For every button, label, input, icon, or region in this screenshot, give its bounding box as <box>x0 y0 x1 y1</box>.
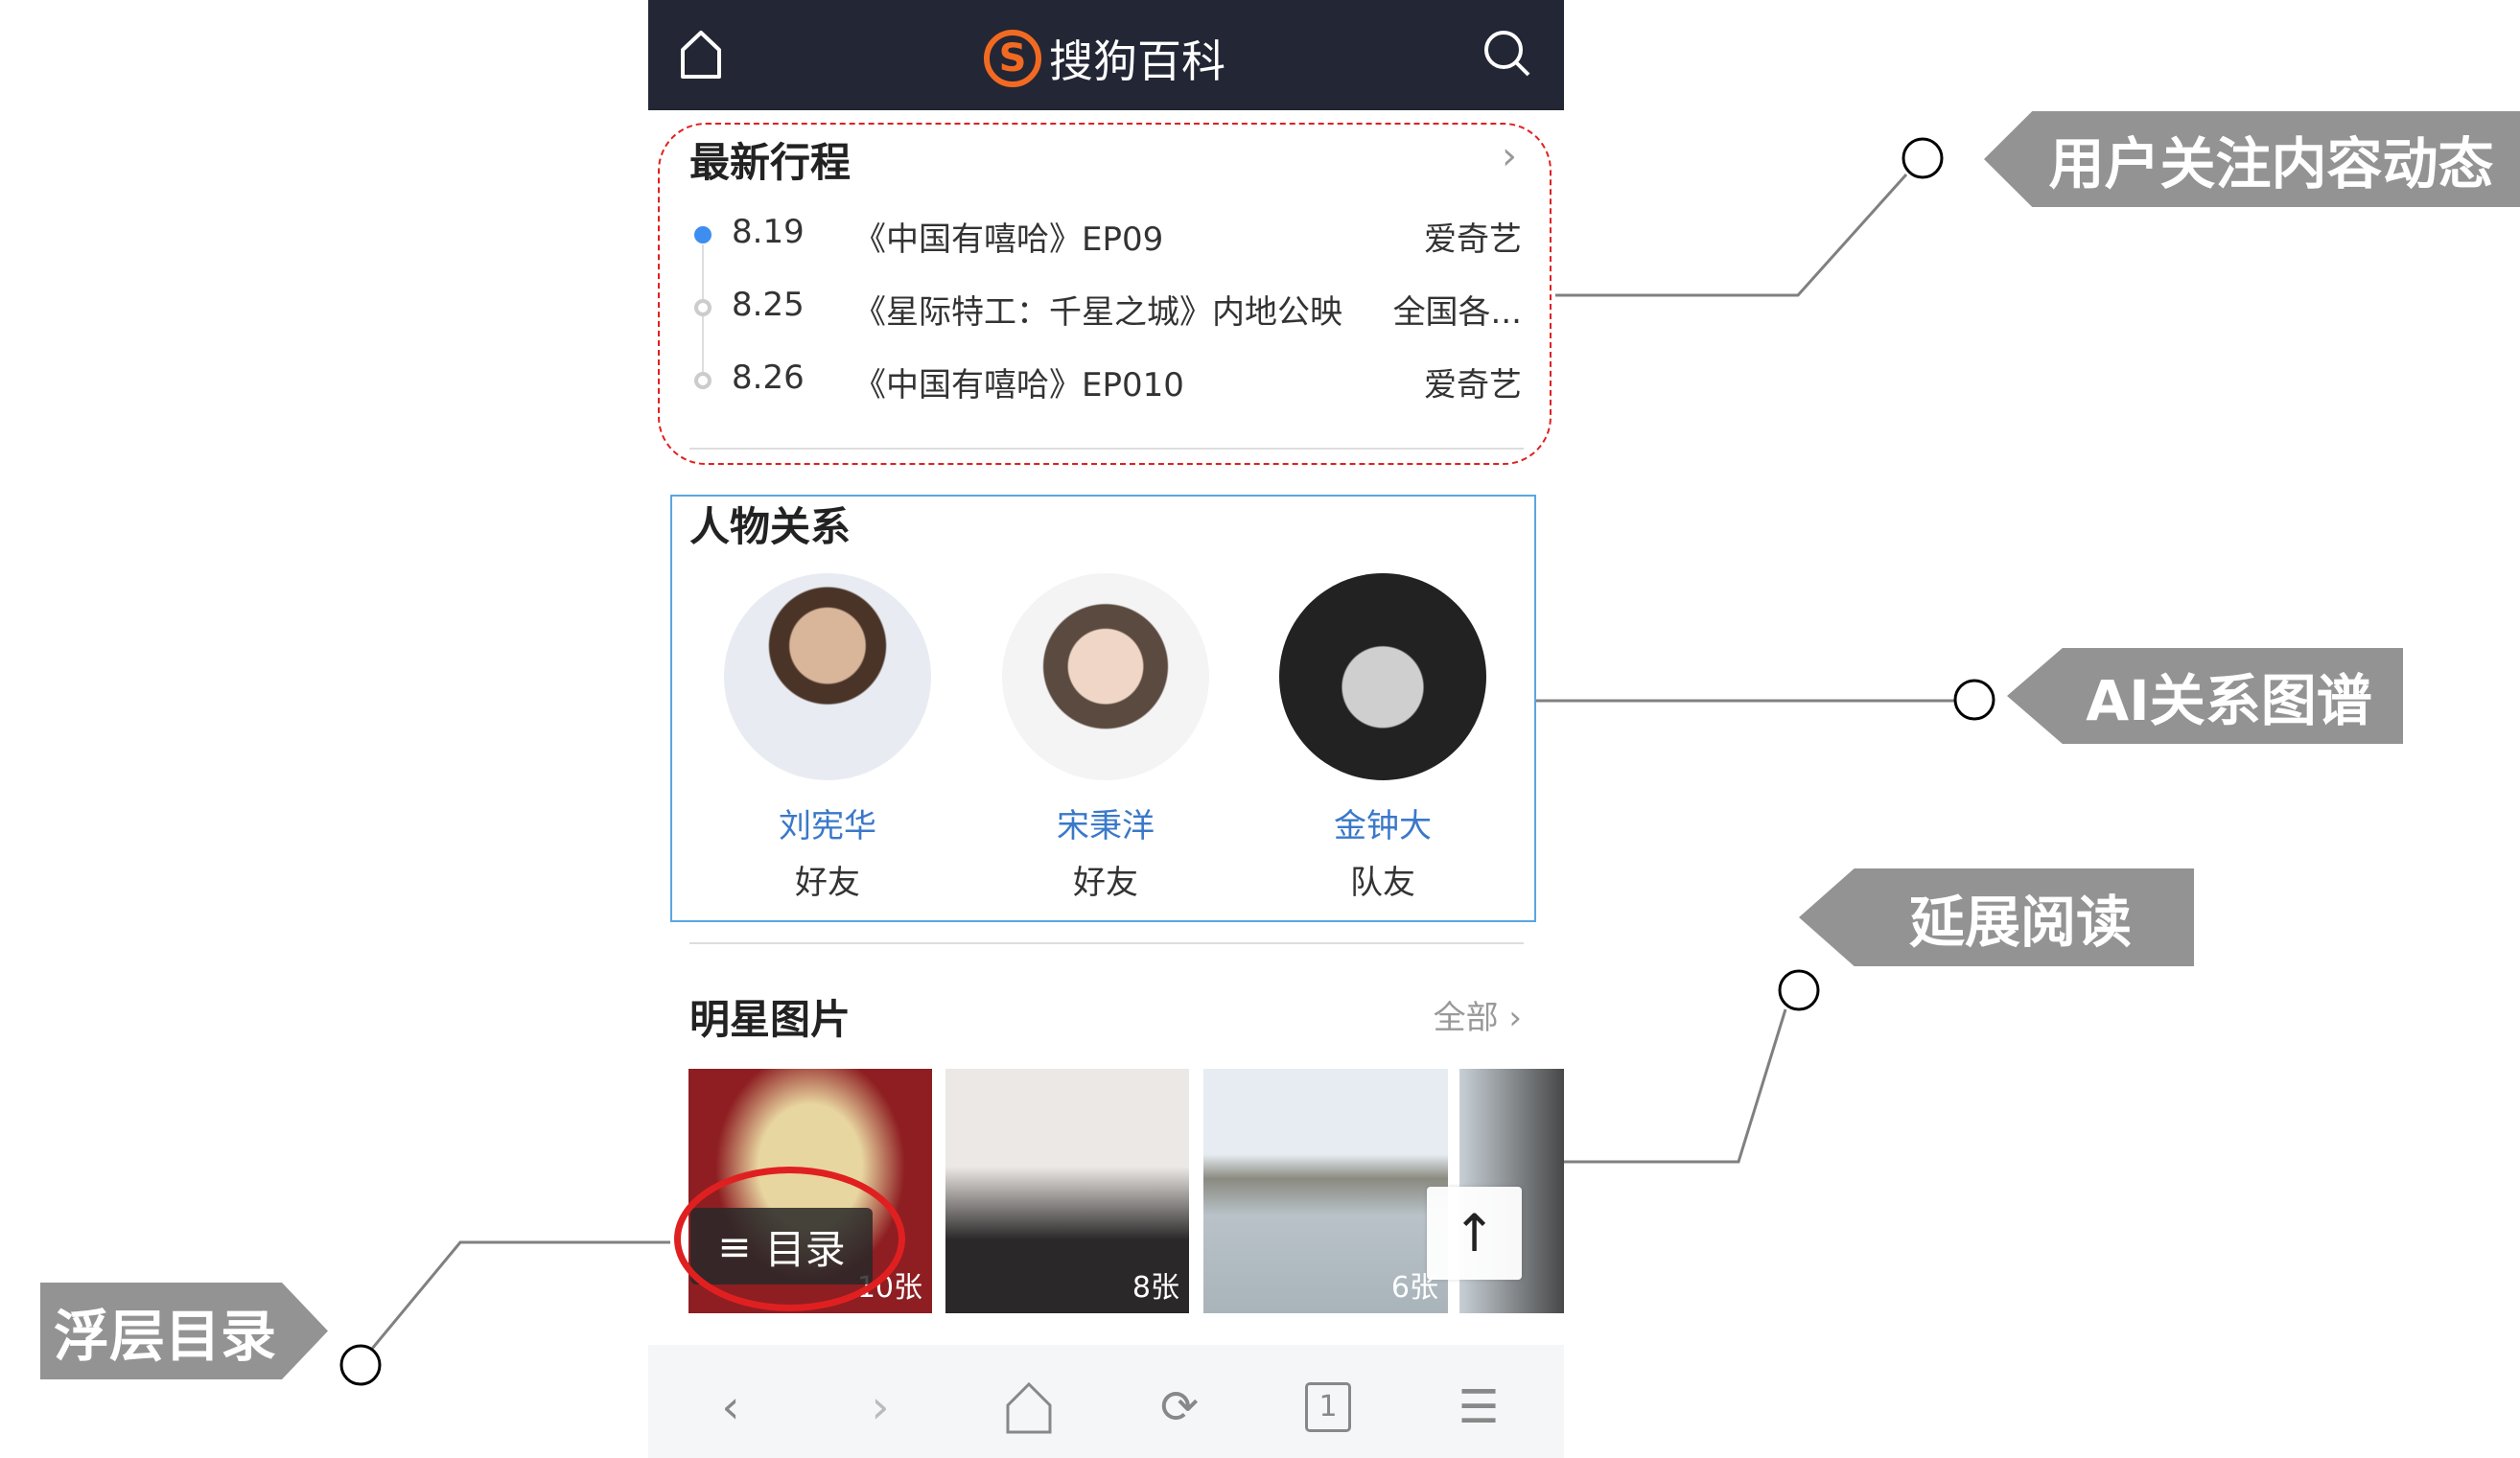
schedule-event: 《星际特工：千星之城》内地公映 <box>853 293 1342 332</box>
menu-icon[interactable]: ☰ <box>1458 1380 1500 1434</box>
timeline-dot <box>694 372 712 389</box>
avatar <box>724 573 931 780</box>
schedule-event: 《中国有嘻哈》EP010 <box>853 366 1184 405</box>
sogou-logo-icon: S <box>984 30 1041 87</box>
schedule-event: 《中国有嘻哈》EP09 <box>853 220 1164 259</box>
person-card[interactable]: 刘宪华 好友 <box>712 573 943 903</box>
phone-screen: S 搜狗百科 最新行程 › 8.19 《中国有嘻哈》EP09 爱奇艺 8.25 … <box>648 0 1564 1458</box>
browser-bottom-bar: ‹ › ⟳ 1 ☰ <box>648 1345 1564 1458</box>
timeline-dot-active <box>694 226 712 243</box>
refresh-icon[interactable]: ⟳ <box>1159 1380 1200 1434</box>
annotation-ai: AI关系图谱 <box>2007 648 2403 744</box>
connector-circle <box>1953 679 1995 721</box>
chevron-right-icon[interactable]: › <box>1502 134 1517 178</box>
top-header: S 搜狗百科 <box>648 0 1564 110</box>
schedule-highlight-box <box>658 123 1552 465</box>
annotation-extended: 延展阅读 <box>1799 868 2194 966</box>
connector-circle <box>1778 969 1820 1011</box>
photo-count: 8张 <box>1132 1271 1179 1305</box>
photos-all-link[interactable]: 全部 › <box>1434 991 1522 1038</box>
photo-album[interactable]: 8张 <box>945 1069 1189 1313</box>
back-to-top-button[interactable]: ↑ <box>1427 1187 1522 1280</box>
photo-album[interactable]: 6张 <box>1203 1069 1448 1313</box>
person-relation: 好友 <box>795 864 860 902</box>
schedule-place: 爱奇艺 <box>1424 220 1522 259</box>
home-icon[interactable] <box>1000 1378 1058 1436</box>
toc-highlight-ellipse <box>674 1167 905 1311</box>
annotation-toc: 浮层目录 <box>40 1283 328 1379</box>
schedule-place: 全国各... <box>1392 293 1522 332</box>
connector-line <box>1555 173 1908 297</box>
photos-title: 明星图片 <box>689 996 852 1043</box>
person-relation: 队友 <box>1350 864 1415 902</box>
tab-count: 1 <box>1305 1382 1351 1432</box>
chevron-right-icon: › <box>1508 999 1522 1037</box>
all-label: 全部 <box>1433 999 1499 1037</box>
home-icon[interactable] <box>677 29 725 81</box>
connector-line <box>370 1240 670 1350</box>
schedule-title: 最新行程 <box>689 139 852 186</box>
connector-circle <box>1902 137 1944 179</box>
connector-line <box>1564 1008 1787 1164</box>
arrow-up-icon: ↑ <box>1452 1203 1497 1263</box>
divider <box>689 448 1524 450</box>
person-relation: 好友 <box>1073 864 1138 902</box>
relations-highlight-box <box>670 495 1536 922</box>
person-card[interactable]: 金钟大 队友 <box>1268 573 1498 903</box>
sogou-baike-logo[interactable]: S 搜狗百科 <box>984 27 1225 90</box>
back-icon[interactable]: ‹ <box>721 1380 740 1434</box>
schedule-date: 8.19 <box>732 213 805 251</box>
schedule-date: 8.26 <box>732 359 805 397</box>
site-title: 搜狗百科 <box>1049 35 1225 87</box>
tabs-button[interactable]: 1 <box>1299 1378 1357 1436</box>
timeline-dot <box>694 299 712 316</box>
forward-icon[interactable]: › <box>871 1380 890 1434</box>
person-name[interactable]: 刘宪华 <box>779 807 876 845</box>
person-name[interactable]: 金钟大 <box>1334 807 1432 845</box>
relations-title: 人物关系 <box>689 503 852 550</box>
schedule-place: 爱奇艺 <box>1424 366 1522 405</box>
person-name[interactable]: 宋秉洋 <box>1057 807 1155 845</box>
schedule-date: 8.25 <box>732 286 805 324</box>
avatar <box>1279 573 1486 780</box>
divider <box>689 942 1524 944</box>
timeline-line <box>702 244 704 388</box>
connector-circle <box>339 1344 382 1386</box>
annotation-follow: 用户关注内容动态 <box>1984 111 2520 207</box>
avatar <box>1002 573 1209 780</box>
person-card[interactable]: 宋秉洋 好友 <box>991 573 1221 903</box>
search-icon[interactable] <box>1482 29 1532 79</box>
